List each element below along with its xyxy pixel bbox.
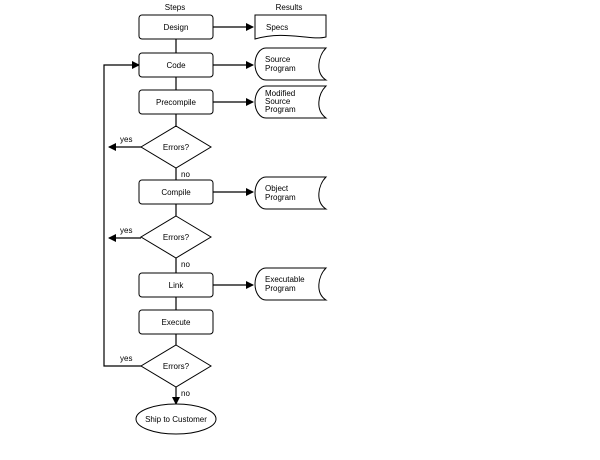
step-execute: Execute xyxy=(138,309,214,335)
label-yes-2: yes xyxy=(120,226,132,235)
label-yes-1: yes xyxy=(120,135,132,144)
result-modified-source-program: Modified Source Program xyxy=(254,85,328,119)
decision-errors-2: Errors? xyxy=(140,215,212,259)
step-compile: Compile xyxy=(138,179,214,205)
result-executable-line1: Executable xyxy=(265,275,305,284)
step-code-label: Code xyxy=(166,61,186,70)
result-executable-line2: Program xyxy=(265,284,296,293)
decision-errors-1: Errors? xyxy=(140,125,212,169)
step-link: Link xyxy=(138,272,214,298)
step-precompile: Precompile xyxy=(138,89,214,115)
result-object-program: Object Program xyxy=(254,176,328,210)
decision-errors-1-label: Errors? xyxy=(163,143,190,152)
result-modified-line2: Source xyxy=(265,97,291,106)
step-precompile-label: Precompile xyxy=(156,98,197,107)
decision-errors-2-label: Errors? xyxy=(163,233,190,242)
result-source-program: Source Program xyxy=(254,47,328,81)
decision-errors-3-label: Errors? xyxy=(163,362,190,371)
result-modified-line1: Modified xyxy=(265,89,295,98)
step-compile-label: Compile xyxy=(161,188,191,197)
result-object-line2: Program xyxy=(265,193,296,202)
result-object-line1: Object xyxy=(265,184,289,193)
result-executable-program: Executable Program xyxy=(254,267,328,301)
step-execute-label: Execute xyxy=(162,318,191,327)
step-link-label: Link xyxy=(169,281,185,290)
step-design-label: Design xyxy=(164,23,189,32)
result-modified-line3: Program xyxy=(265,105,296,114)
steps-header: Steps xyxy=(165,3,185,12)
terminal-ship-label: Ship to Customer xyxy=(145,415,207,424)
label-no-2: no xyxy=(181,260,190,269)
result-specs-label: Specs xyxy=(266,23,288,32)
step-design: Design xyxy=(138,14,214,40)
results-header: Results xyxy=(276,3,303,12)
step-code: Code xyxy=(138,52,214,78)
result-source-line2: Program xyxy=(265,64,296,73)
terminal-ship: Ship to Customer xyxy=(135,403,217,435)
label-no-3: no xyxy=(181,389,190,398)
decision-errors-3: Errors? xyxy=(140,344,212,388)
label-yes-3: yes xyxy=(120,354,132,363)
label-no-1: no xyxy=(181,170,190,179)
result-source-line1: Source xyxy=(265,55,291,64)
loop-errors3-back-to-code xyxy=(103,61,141,367)
result-specs: Specs xyxy=(254,14,327,40)
